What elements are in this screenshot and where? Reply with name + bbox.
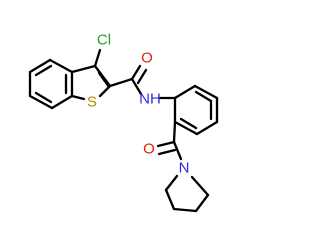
bond — [172, 140, 183, 161]
bond — [28, 94, 54, 110]
piperidine-nitrogen-label: N — [179, 160, 190, 177]
bond — [157, 148, 177, 156]
piperidine-ring — [164, 174, 210, 213]
bond — [173, 84, 197, 100]
bond — [172, 120, 177, 144]
bond — [50, 94, 74, 110]
bond — [93, 48, 102, 68]
bond — [130, 77, 143, 96]
bond — [156, 140, 176, 148]
bond — [195, 120, 219, 136]
bond — [190, 175, 210, 197]
ketone-oxygen-label: O — [143, 141, 155, 158]
bond — [130, 64, 142, 81]
thiophene-ring — [70, 48, 112, 101]
chlorine-atom-label: Cl — [97, 32, 111, 49]
bond — [28, 58, 52, 74]
bond — [194, 193, 210, 213]
bond — [70, 94, 86, 101]
bond — [136, 68, 148, 85]
bond — [34, 91, 53, 104]
amide-oxygen-label: O — [141, 50, 153, 67]
bond — [194, 90, 213, 103]
bond — [164, 174, 179, 192]
amide-nh-label: NH — [139, 91, 161, 108]
benzothiophene-benzene-ring — [28, 58, 74, 110]
sulfur-atom-label: S — [87, 94, 97, 111]
bond — [97, 71, 111, 89]
bond — [70, 64, 97, 74]
bond — [172, 207, 198, 213]
ketone-linkage — [156, 120, 183, 161]
bond — [193, 84, 219, 100]
bond — [34, 64, 53, 77]
bond — [98, 84, 112, 98]
amide-linkage — [108, 64, 177, 100]
bond — [179, 117, 198, 130]
chemical-structure: Cl S O NH O N — [28, 32, 219, 213]
bond — [108, 77, 134, 88]
anilide-benzene-ring — [173, 84, 219, 136]
bond — [173, 120, 199, 136]
bond — [48, 58, 74, 74]
bond — [164, 188, 176, 211]
